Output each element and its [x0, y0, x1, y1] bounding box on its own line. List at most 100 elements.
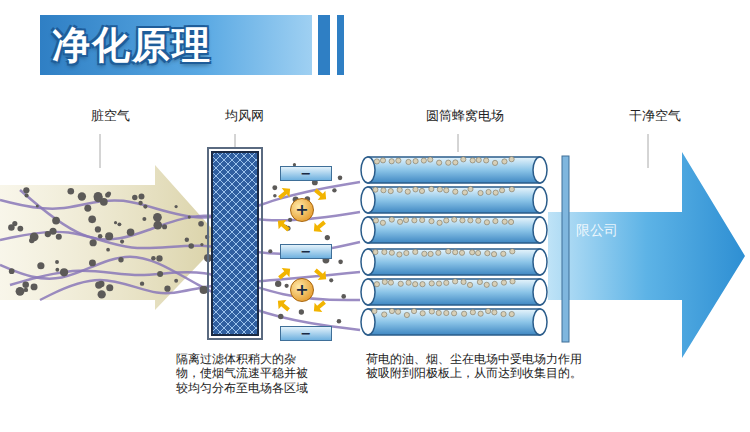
collected-dust [492, 281, 497, 286]
collected-dust [382, 279, 387, 284]
collected-dust [476, 218, 481, 223]
dust-particles [8, 163, 346, 323]
part-label: 圆筒蜂窝电场 [415, 108, 515, 124]
note: 隔离过滤体积稍大的杂物，使烟气流速平稳并被较均匀分布至电场各区域 [176, 352, 308, 395]
collected-dust [382, 312, 387, 317]
tube [368, 279, 540, 305]
collected-dust [484, 282, 489, 287]
tube [368, 157, 540, 183]
collected-dust [382, 249, 387, 254]
collected-dust [493, 218, 498, 223]
collected-dust [501, 311, 506, 316]
collected-dust [509, 311, 514, 316]
dust-particle [106, 248, 110, 252]
dust-particle [338, 176, 343, 181]
collected-dust [459, 250, 464, 255]
dust-particle [285, 284, 289, 288]
collected-dust [478, 190, 483, 195]
ion-arrow [310, 218, 328, 236]
collected-dust [389, 308, 394, 313]
collected-dust [374, 159, 379, 164]
collected-dust [461, 157, 466, 162]
collected-dust [428, 251, 433, 256]
dust-particle [299, 309, 304, 314]
collected-dust [486, 189, 491, 194]
tube [368, 217, 540, 243]
dirty-air-arrow [0, 165, 222, 310]
dust-particle [105, 232, 113, 240]
dust-particle [151, 256, 156, 261]
dust-particle [78, 192, 86, 200]
collected-dust [451, 311, 456, 316]
tube-end [533, 249, 547, 275]
collected-dust [388, 188, 393, 193]
collected-dust [389, 159, 394, 164]
collected-dust [486, 308, 491, 313]
tube-end [533, 217, 547, 243]
dust-particle [120, 240, 124, 244]
collected-dust [389, 250, 394, 255]
collected-dust [397, 187, 402, 192]
minus-sign: − [301, 167, 312, 180]
plus-sign: + [295, 202, 308, 218]
dust-particle [174, 279, 178, 283]
collected-dust [389, 217, 394, 222]
dust-particle [329, 278, 333, 282]
collected-dust [420, 311, 425, 316]
collected-dust [413, 249, 418, 254]
tube-end [533, 279, 547, 305]
collected-dust [413, 187, 418, 192]
collected-dust [510, 279, 515, 284]
collected-dust [429, 186, 434, 191]
collected-dust [372, 308, 377, 313]
collected-dust [421, 158, 426, 163]
dust-particle [153, 221, 162, 230]
collected-dust [462, 311, 467, 316]
collected-dust [413, 159, 418, 164]
collected-dust [437, 220, 442, 225]
collected-dust [405, 189, 410, 194]
collected-dust [429, 309, 434, 314]
dust-particle [118, 257, 123, 262]
collected-dust [484, 220, 489, 225]
collected-dust [470, 310, 475, 315]
dust-particle [114, 221, 117, 224]
collected-dust [397, 219, 402, 224]
dust-particle [275, 281, 281, 287]
collected-dust [397, 252, 402, 257]
dust-particle [174, 205, 177, 208]
ion-arrow [276, 264, 294, 282]
collected-dust [453, 250, 458, 255]
collected-dust [420, 282, 425, 287]
collected-dust [491, 252, 496, 257]
dust-particle [25, 193, 29, 197]
dust-particle [24, 288, 28, 292]
electrode-plate: − [280, 326, 332, 341]
banner-bar [337, 15, 344, 75]
collected-dust [380, 220, 385, 225]
collected-dust [510, 249, 515, 254]
collected-dust [501, 251, 506, 256]
ion-arrow [310, 298, 328, 316]
dust-particle [22, 281, 29, 288]
collected-dust [403, 217, 408, 222]
collected-dust [436, 250, 441, 255]
tube-end [533, 309, 547, 335]
dust-particle [143, 204, 147, 208]
dust-particle [36, 205, 39, 208]
dust-particle [16, 287, 25, 296]
collected-dust [374, 282, 379, 287]
collected-dust [446, 249, 451, 254]
collected-dust [444, 280, 449, 285]
collected-dust [381, 188, 386, 193]
dust-particle [37, 262, 44, 269]
dust-particle [60, 268, 68, 276]
collected-dust [453, 189, 458, 194]
dust-particle [288, 218, 292, 222]
collected-dust [485, 251, 490, 256]
tube [368, 249, 540, 275]
dust-particle [162, 224, 167, 229]
plus-sign: + [295, 282, 308, 298]
ion-arrow [274, 296, 292, 314]
dust-particle [90, 239, 97, 246]
